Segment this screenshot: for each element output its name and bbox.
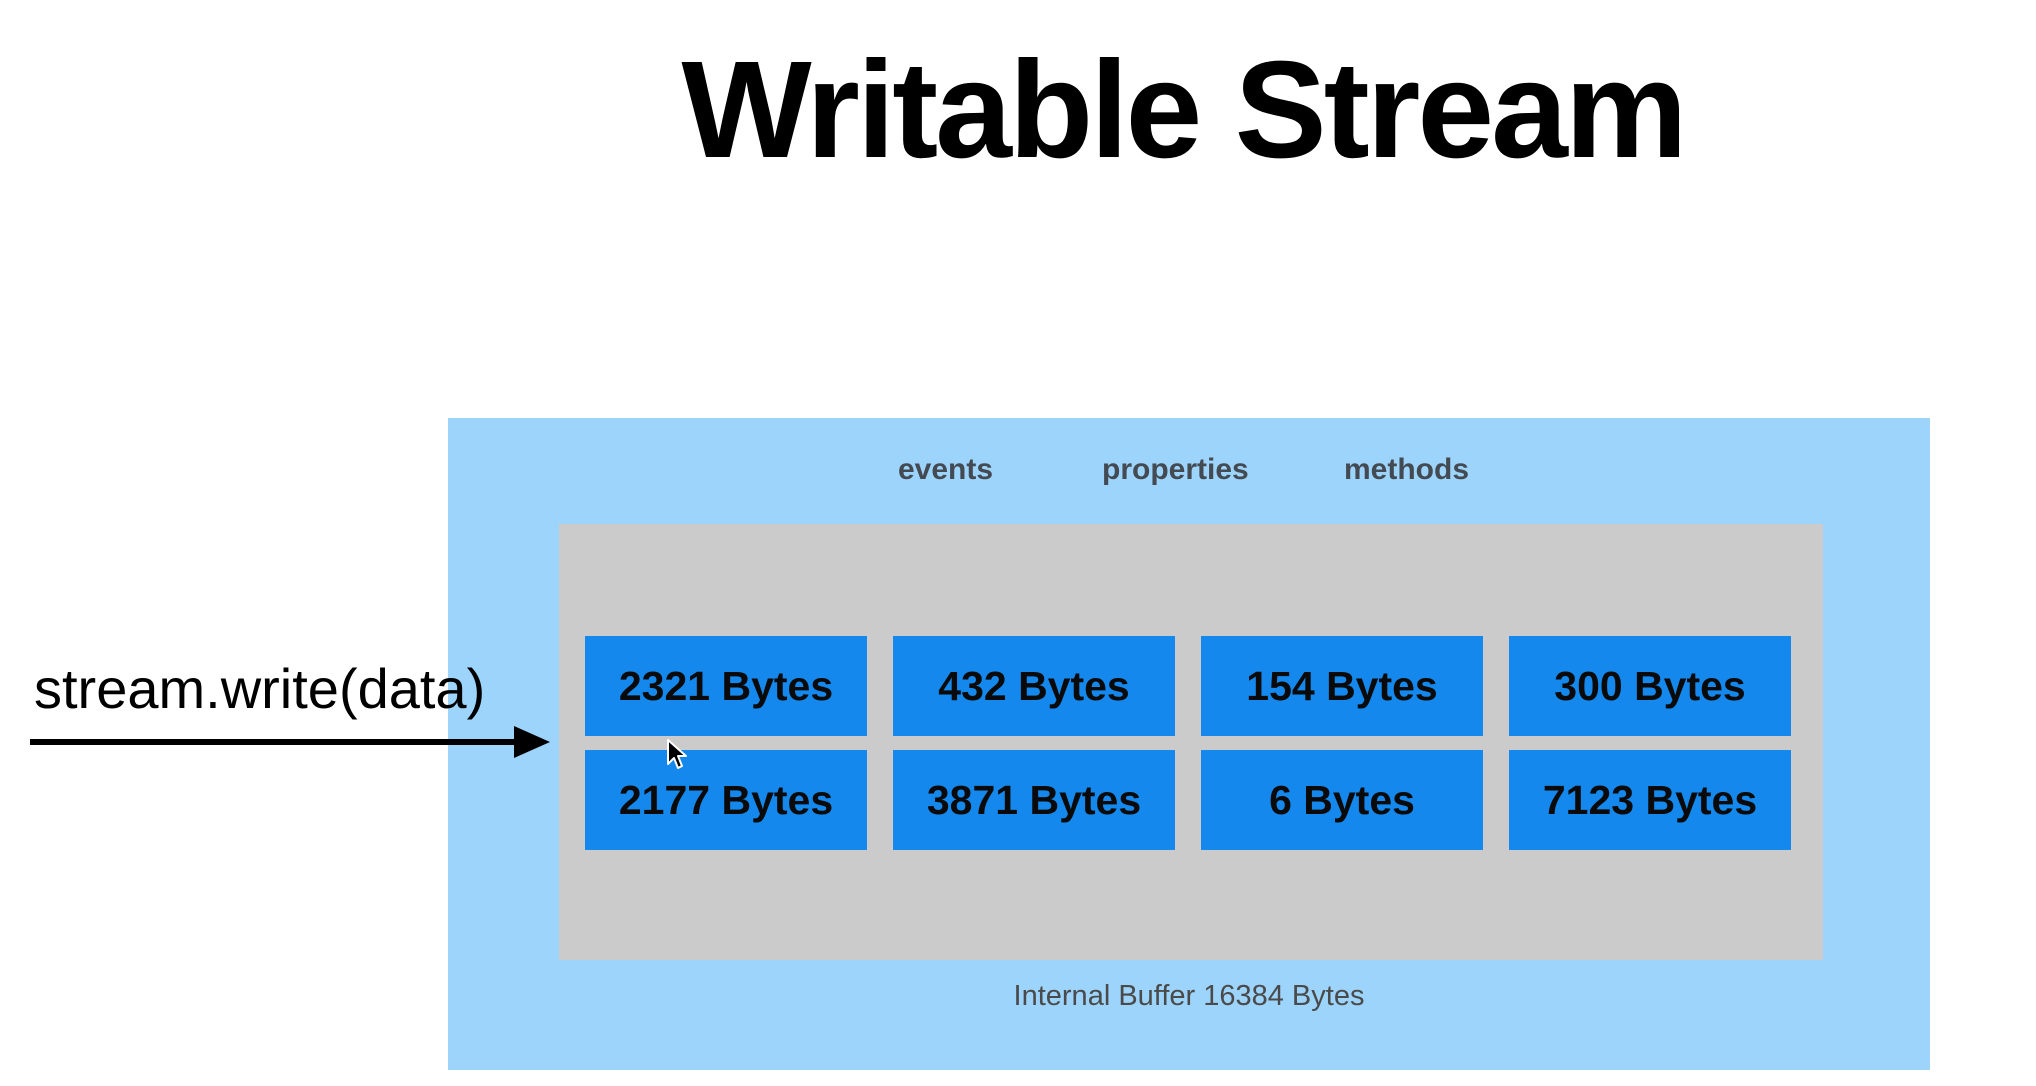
internal-buffer-label: Internal Buffer 16384 Bytes [1013, 980, 1365, 1012]
buffer-chunk: 6 Bytes [1201, 750, 1483, 850]
buffer-chunk: 3871 Bytes [893, 750, 1175, 850]
write-call-label: stream.write(data) [34, 657, 486, 720]
buffer-chunk: 154 Bytes [1201, 636, 1483, 736]
methods-label: methods [1344, 453, 1470, 486]
internal-buffer-box [559, 524, 1823, 960]
buffer-chunk: 2177 Bytes [585, 750, 867, 850]
properties-label: properties [1102, 453, 1249, 486]
events-label: events [898, 453, 994, 486]
page-title: Writable Stream [681, 33, 1687, 187]
buffer-chunk: 7123 Bytes [1509, 750, 1791, 850]
mouse-pointer-icon [667, 739, 687, 769]
buffer-chunk: 300 Bytes [1509, 636, 1791, 736]
buffer-chunk: 432 Bytes [893, 636, 1175, 736]
right-arrow-icon [30, 726, 550, 758]
buffer-chunk: 2321 Bytes [585, 636, 867, 736]
stream-api-labels: events properties methods [0, 448, 2036, 492]
